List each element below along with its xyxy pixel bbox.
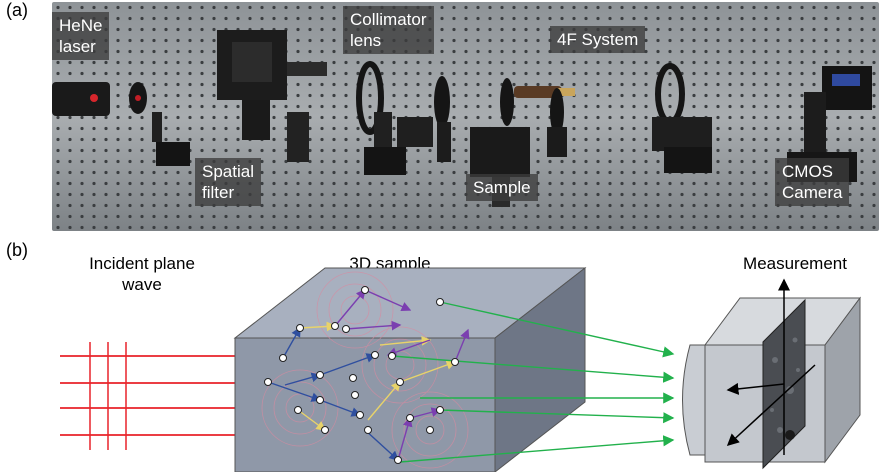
camera-lens <box>682 344 706 456</box>
spatial-filter-stage <box>217 30 327 162</box>
scattering-diagram <box>60 266 861 472</box>
tag-spatial-filter: Spatial filter <box>195 158 261 206</box>
laser-body <box>52 82 110 116</box>
measurement-caption: Measurement <box>743 254 847 273</box>
output-rays <box>391 301 675 463</box>
scattered-wavelets <box>261 271 469 469</box>
tag-cmos-camera: CMOS Camera <box>775 158 850 206</box>
panel-a-label: (a) <box>6 0 28 20</box>
incident-plane-wave-caption: Incident plane wave <box>89 254 195 294</box>
panel-b-label: (b) <box>6 240 28 260</box>
sensor-plane <box>726 278 816 470</box>
collimator-mount <box>356 61 384 135</box>
optical-table-image <box>52 2 879 231</box>
scattering-paths <box>267 288 470 461</box>
scatterers <box>264 286 459 464</box>
tag-hene-laser: HeNe laser <box>52 12 110 60</box>
optical-setup-photo: HeNe laser Collimator lens 4F System Spa… <box>52 2 879 231</box>
sample-cube <box>233 266 587 472</box>
tag-sample: Sample <box>466 174 538 201</box>
tag-4f-system: 4F System <box>550 26 646 53</box>
tag-collimator-lens: Collimator lens <box>343 6 434 54</box>
